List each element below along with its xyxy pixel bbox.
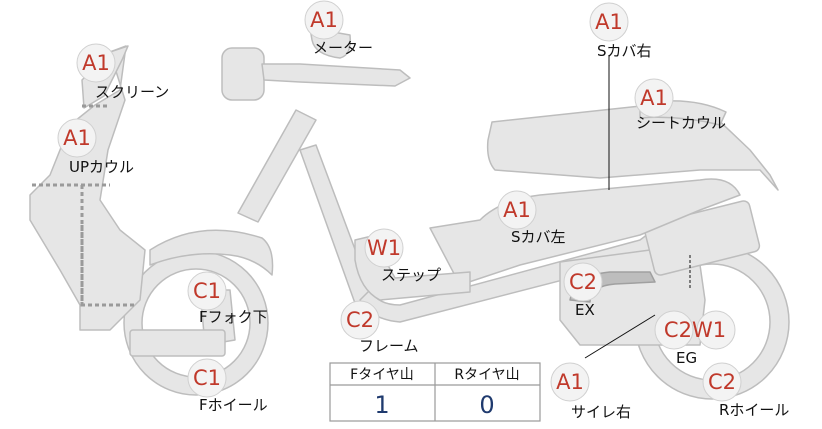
grade-text-muffler-right: A1	[556, 370, 584, 394]
rear-tread-header: Rタイヤ山	[454, 367, 519, 383]
annotation-frame: C2 フレーム	[340, 300, 419, 355]
tread-table: Fタイヤ山 Rタイヤ山 1 0	[329, 362, 541, 422]
grade-text-screen: A1	[82, 51, 110, 75]
grade-text-meter: A1	[310, 8, 338, 32]
grade-text-frame: C2	[346, 308, 374, 332]
grade-badge-muffler-right	[550, 362, 590, 402]
part-label-front-fork-lower: Fフォク下	[199, 308, 268, 326]
annotation-muffler-right: A1 サイレ右	[550, 362, 631, 421]
grade-text-front-fork-lower: C1	[193, 279, 221, 303]
part-label-up-cowl: UPカウル	[69, 158, 134, 176]
grade-text-front-wheel: C1	[193, 366, 221, 390]
grade-badge-screen	[76, 43, 116, 83]
part-label-s-cover-left: Sカバ左	[511, 228, 566, 246]
part-label-muffler-right: サイレ右	[571, 403, 631, 421]
annotation-screen: A1 スクリーン	[76, 43, 169, 101]
grade-badge-exhaust	[563, 262, 603, 302]
panel-outlines	[32, 104, 135, 307]
part-label-exhaust: EX	[575, 301, 595, 319]
part-label-meter: メーター	[313, 39, 373, 57]
front-tread-value: 1	[374, 391, 389, 419]
front-tread-header: Fタイヤ山	[350, 367, 414, 383]
grade-badge-engine-1	[696, 310, 736, 350]
grade-text-rear-wheel: C2	[708, 370, 736, 394]
fork-bottom-block	[129, 329, 226, 357]
grade-badge-engine-0	[654, 310, 694, 350]
grade-badge-front-fork-lower	[187, 271, 227, 311]
grade-text-step: W1	[367, 236, 401, 260]
seat-cowl-shape	[486, 102, 779, 191]
grade-badge-s-cover-left	[497, 190, 537, 230]
grade-badge-frame	[340, 300, 380, 340]
grade-badge-up-cowl	[57, 118, 97, 158]
part-label-s-cover-right: Sカバ右	[597, 42, 652, 60]
part-label-screen: スクリーン	[95, 83, 169, 101]
part-label-engine: EG	[676, 349, 697, 367]
grade-badge-seat-cowl	[634, 78, 674, 118]
part-label-step: ステップ	[381, 266, 441, 284]
front-fender	[149, 229, 274, 276]
leader-lines	[584, 55, 691, 359]
grade-badge-meter	[304, 0, 344, 40]
rear-tread-value: 0	[479, 391, 494, 419]
bike-silhouette	[29, 27, 790, 400]
part-label-front-wheel: Fホイール	[199, 396, 268, 414]
handlebar	[261, 63, 411, 87]
leg-shield	[29, 45, 146, 331]
grade-badge-step	[364, 228, 404, 268]
grade-text-s-cover-right: A1	[595, 10, 623, 34]
grade-text-exhaust: C2	[569, 270, 597, 294]
grade-badge-rear-wheel	[702, 362, 742, 402]
frame-tube-upper	[237, 109, 317, 223]
part-label-rear-wheel: Rホイール	[719, 401, 789, 419]
headlight-box	[221, 47, 265, 101]
annotation-meter: A1 メーター	[304, 0, 373, 57]
part-label-seat-cowl: シートカウル	[636, 114, 726, 132]
grade-text-s-cover-left: A1	[503, 198, 531, 222]
grade-badge-s-cover-right	[589, 2, 629, 42]
grade-text-up-cowl: A1	[63, 126, 91, 150]
floor-step	[354, 235, 471, 301]
grade-badge-front-wheel	[187, 358, 227, 398]
part-label-frame: フレーム	[359, 337, 419, 355]
annotation-seat-cowl: A1 シートカウル	[634, 78, 726, 132]
annotation-step: W1 ステップ	[364, 228, 441, 284]
grade-text-engine: C2W1	[664, 318, 726, 342]
annotation-layer: A1メーターA1スクリーンA1UPカウルA1Sカバ右A1シートカウルA1Sカバ左…	[57, 0, 789, 421]
grade-text-seat-cowl: A1	[640, 86, 668, 110]
